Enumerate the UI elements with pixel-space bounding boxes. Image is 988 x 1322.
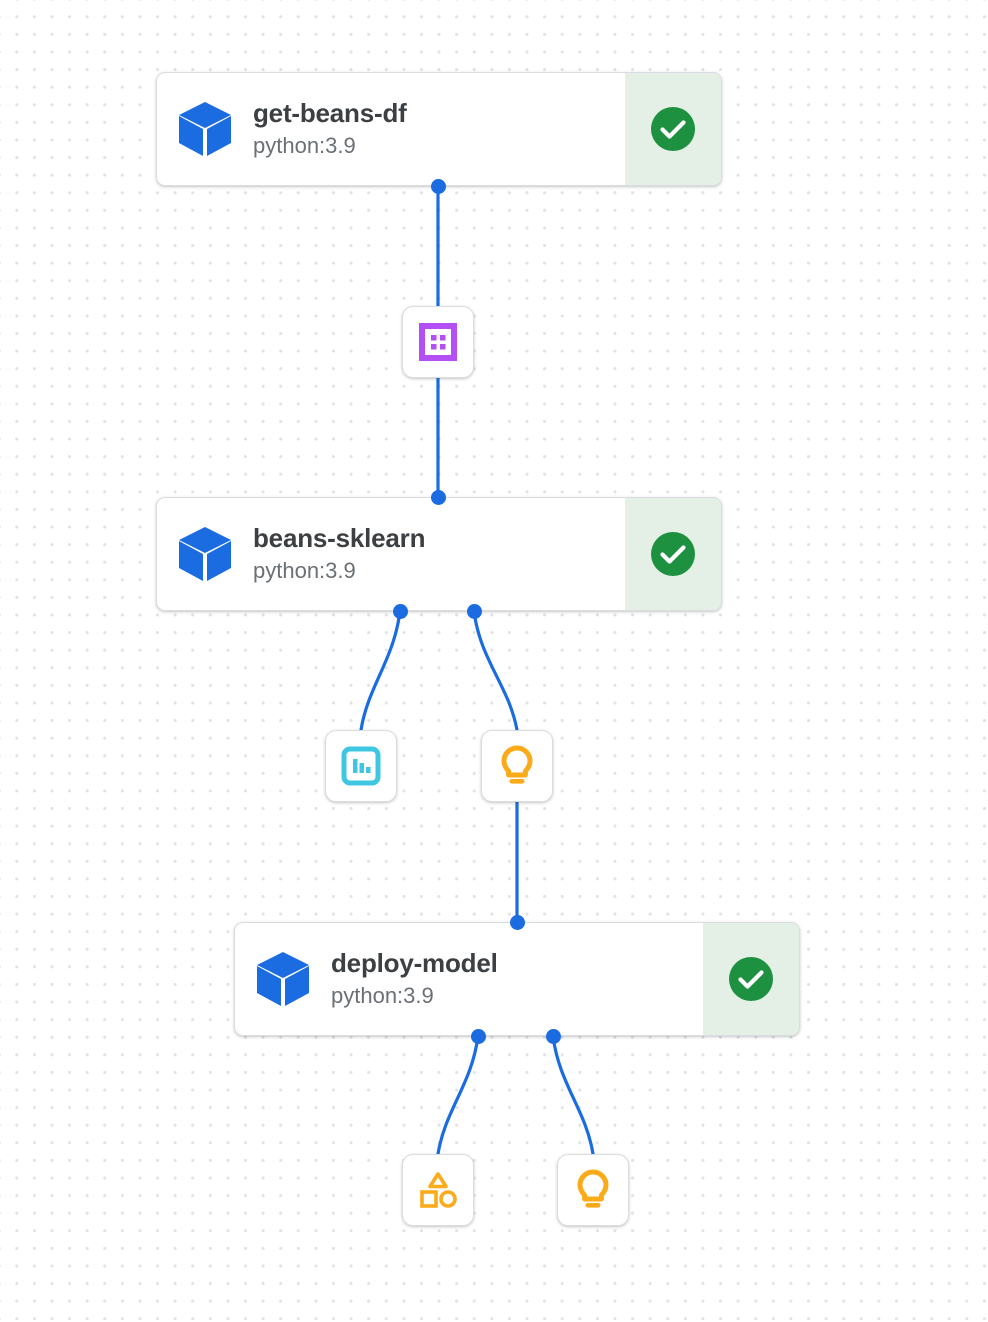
node-subtitle: python:3.9 bbox=[253, 557, 356, 583]
node-title: deploy-model bbox=[331, 947, 498, 978]
cube-icon bbox=[157, 498, 253, 610]
port-beans-sklearn-out-2[interactable] bbox=[467, 604, 482, 619]
node-subtitle: python:3.9 bbox=[331, 982, 434, 1008]
pipeline-node-get-beans-df[interactable]: get-beans-df python:3.9 bbox=[156, 72, 722, 186]
port-deploy-model-out-1[interactable] bbox=[471, 1029, 486, 1044]
node-label-group: deploy-model python:3.9 bbox=[331, 923, 703, 1035]
artifact-node-dataset[interactable] bbox=[402, 306, 474, 378]
artifact-node-metrics[interactable] bbox=[325, 730, 397, 802]
dataset-icon bbox=[419, 323, 457, 361]
pipeline-node-deploy-model[interactable]: deploy-model python:3.9 bbox=[234, 922, 800, 1036]
port-deploy-model-in[interactable] bbox=[510, 915, 525, 930]
port-deploy-model-out-2[interactable] bbox=[546, 1029, 561, 1044]
artifact-node-endpoint[interactable] bbox=[557, 1154, 629, 1226]
check-circle-icon bbox=[651, 532, 695, 576]
port-get-beans-df-out[interactable] bbox=[431, 179, 446, 194]
cube-icon bbox=[157, 73, 253, 185]
artifact-node-shapes[interactable] bbox=[402, 1154, 474, 1226]
edge-beans-sklearn-to-metrics bbox=[359, 609, 402, 732]
node-title: beans-sklearn bbox=[253, 522, 426, 553]
node-label-group: get-beans-df python:3.9 bbox=[253, 73, 625, 185]
check-circle-icon bbox=[729, 957, 773, 1001]
status-badge-succeeded bbox=[625, 498, 721, 610]
port-beans-sklearn-out-1[interactable] bbox=[393, 604, 408, 619]
node-title: get-beans-df bbox=[253, 97, 407, 128]
cube-icon bbox=[235, 923, 331, 1035]
edge-deploy-model-to-shapes bbox=[436, 1034, 480, 1156]
node-subtitle: python:3.9 bbox=[253, 132, 356, 158]
pipeline-node-beans-sklearn[interactable]: beans-sklearn python:3.9 bbox=[156, 497, 722, 611]
lightbulb-icon bbox=[501, 745, 533, 784]
check-circle-icon bbox=[651, 107, 695, 151]
edge-beans-sklearn-to-model bbox=[472, 609, 519, 732]
lightbulb-icon bbox=[577, 1169, 609, 1208]
artifact-node-model[interactable] bbox=[481, 730, 553, 802]
bar-chart-icon bbox=[341, 746, 381, 786]
shapes-icon bbox=[420, 1172, 457, 1208]
status-badge-succeeded bbox=[625, 73, 721, 185]
port-beans-sklearn-in[interactable] bbox=[431, 490, 446, 505]
node-label-group: beans-sklearn python:3.9 bbox=[253, 498, 625, 610]
edge-deploy-model-to-endpoint bbox=[551, 1034, 595, 1156]
status-badge-succeeded bbox=[703, 923, 799, 1035]
